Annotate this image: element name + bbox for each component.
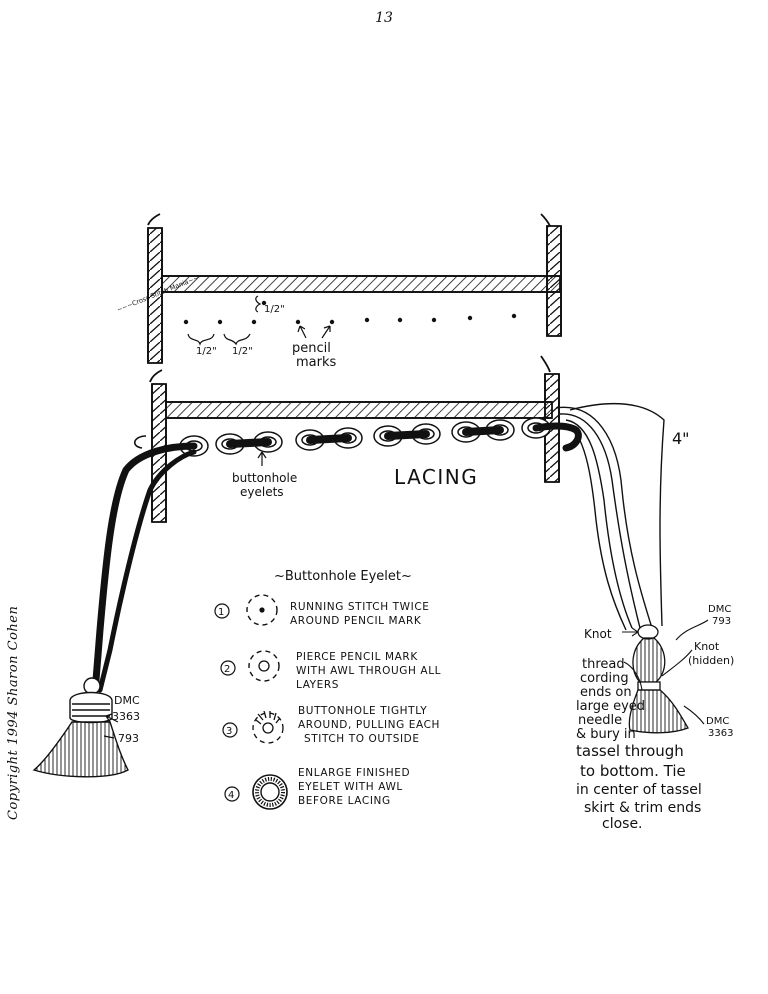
step-4-icon [252,774,288,810]
right-dmc2-color: 3363 [708,728,733,739]
right-cords [555,406,653,631]
right-tassel [628,624,689,734]
step-3-line-3: STITCH TO OUTSIDE [304,733,420,745]
pencil-marks-label-1: pencil [292,341,331,356]
left-tassel-color-2: 793 [118,732,139,745]
buttonhole-title: ~Buttonhole Eyelet~ [274,569,412,584]
step-4-line-2: EYELET WITH AWL [298,781,403,793]
eyelets-label-1: buttonhole [232,471,297,485]
knot-hidden-label-1: Knot [694,640,720,653]
step-1-icon [246,594,278,626]
note-line-10: skirt & trim ends [584,800,701,816]
step-2-line-2: WITH AWL THROUGH ALL [296,665,441,677]
note-line-8: to bottom. Tie [580,762,686,780]
left-tassel-color-1: 3363 [112,710,140,723]
right-knot-label: Knot [584,627,612,641]
pencil-marks-label-2: marks [296,355,337,370]
eyelets-arrow [257,451,267,466]
left-tassel-dmc: DMC [114,694,140,707]
lacing-cord [92,422,582,693]
lacing-label: LACING [394,465,478,489]
note-line-6: & bury in [576,727,636,742]
step-4-number: 4 [228,790,234,801]
step-1: 1 RUNNING STITCH TWICE AROUND PENCIL MAR… [214,594,430,627]
measurement-braces [187,295,262,346]
left-tassel [32,677,129,778]
step-3-icon [252,710,284,744]
eyelets [179,417,551,457]
right-dmc2-label: DMC [706,716,729,727]
page-number: 13 [375,10,393,26]
knot-hidden-label-2: (hidden) [688,654,734,667]
step-1-number: 1 [218,607,224,618]
step-2-number: 2 [224,664,230,675]
step-2-number-circle [220,660,236,676]
note-line-11: close. [602,816,643,832]
step-4: 4 ENLARGE FINISHED EYELET WITH AWL BEFOR… [224,767,410,810]
note-line-2: cording [580,671,629,686]
step-4-number-circle [224,786,240,802]
left-tassel-arrows [103,713,119,739]
four-inch-label: 4" [672,429,690,448]
right-dmc-label: DMC [708,604,731,615]
step-2: 2 PIERCE PENCIL MARK WITH AWL THROUGH AL… [220,650,441,691]
step-3: 3 BUTTONHOLE TIGHTLY AROUND, PULLING EAC… [222,705,440,745]
right-tassel-note: thread cording ends on large eyed needle… [576,657,702,832]
step-3-line-1: BUTTONHOLE TIGHTLY [298,705,427,717]
step-1-line-1: RUNNING STITCH TWICE [290,601,430,613]
step-1-line-2: AROUND PENCIL MARK [290,615,422,627]
step-3-line-2: AROUND, PULLING EACH [298,719,440,731]
step-2-line-3: LAYERS [296,679,339,691]
step-4-line-3: BEFORE LACING [298,795,391,807]
step-2-icon [248,650,280,682]
note-line-9: in center of tassel [576,782,702,798]
pencil-marks-arrows [297,325,331,339]
half-inch-left-label: 1/2" [196,346,217,357]
half-inch-top-label: 1/2" [264,304,285,315]
note-line-5: needle [578,713,622,728]
step-4-line-1: ENLARGE FINISHED [298,767,410,779]
pencil-marks [183,300,517,325]
step-1-number-circle [214,603,230,619]
right-tassel-arrows [622,619,709,725]
cord-loop [134,435,147,449]
frame-top [147,213,562,364]
note-line-3: ends on [580,685,632,700]
note-line-1: thread [582,657,625,672]
half-inch-mid-label: 1/2" [232,346,253,357]
step-3-number: 3 [226,726,232,737]
step-3-number-circle [222,722,238,738]
right-dmc-color: 793 [712,616,731,627]
four-inch-bracket [569,402,665,627]
note-line-4: large eyed [576,699,645,714]
note-line-7: tassel through [576,742,684,760]
step-2-line-1: PIERCE PENCIL MARK [296,651,418,663]
eyelets-label-2: eyelets [240,485,284,499]
